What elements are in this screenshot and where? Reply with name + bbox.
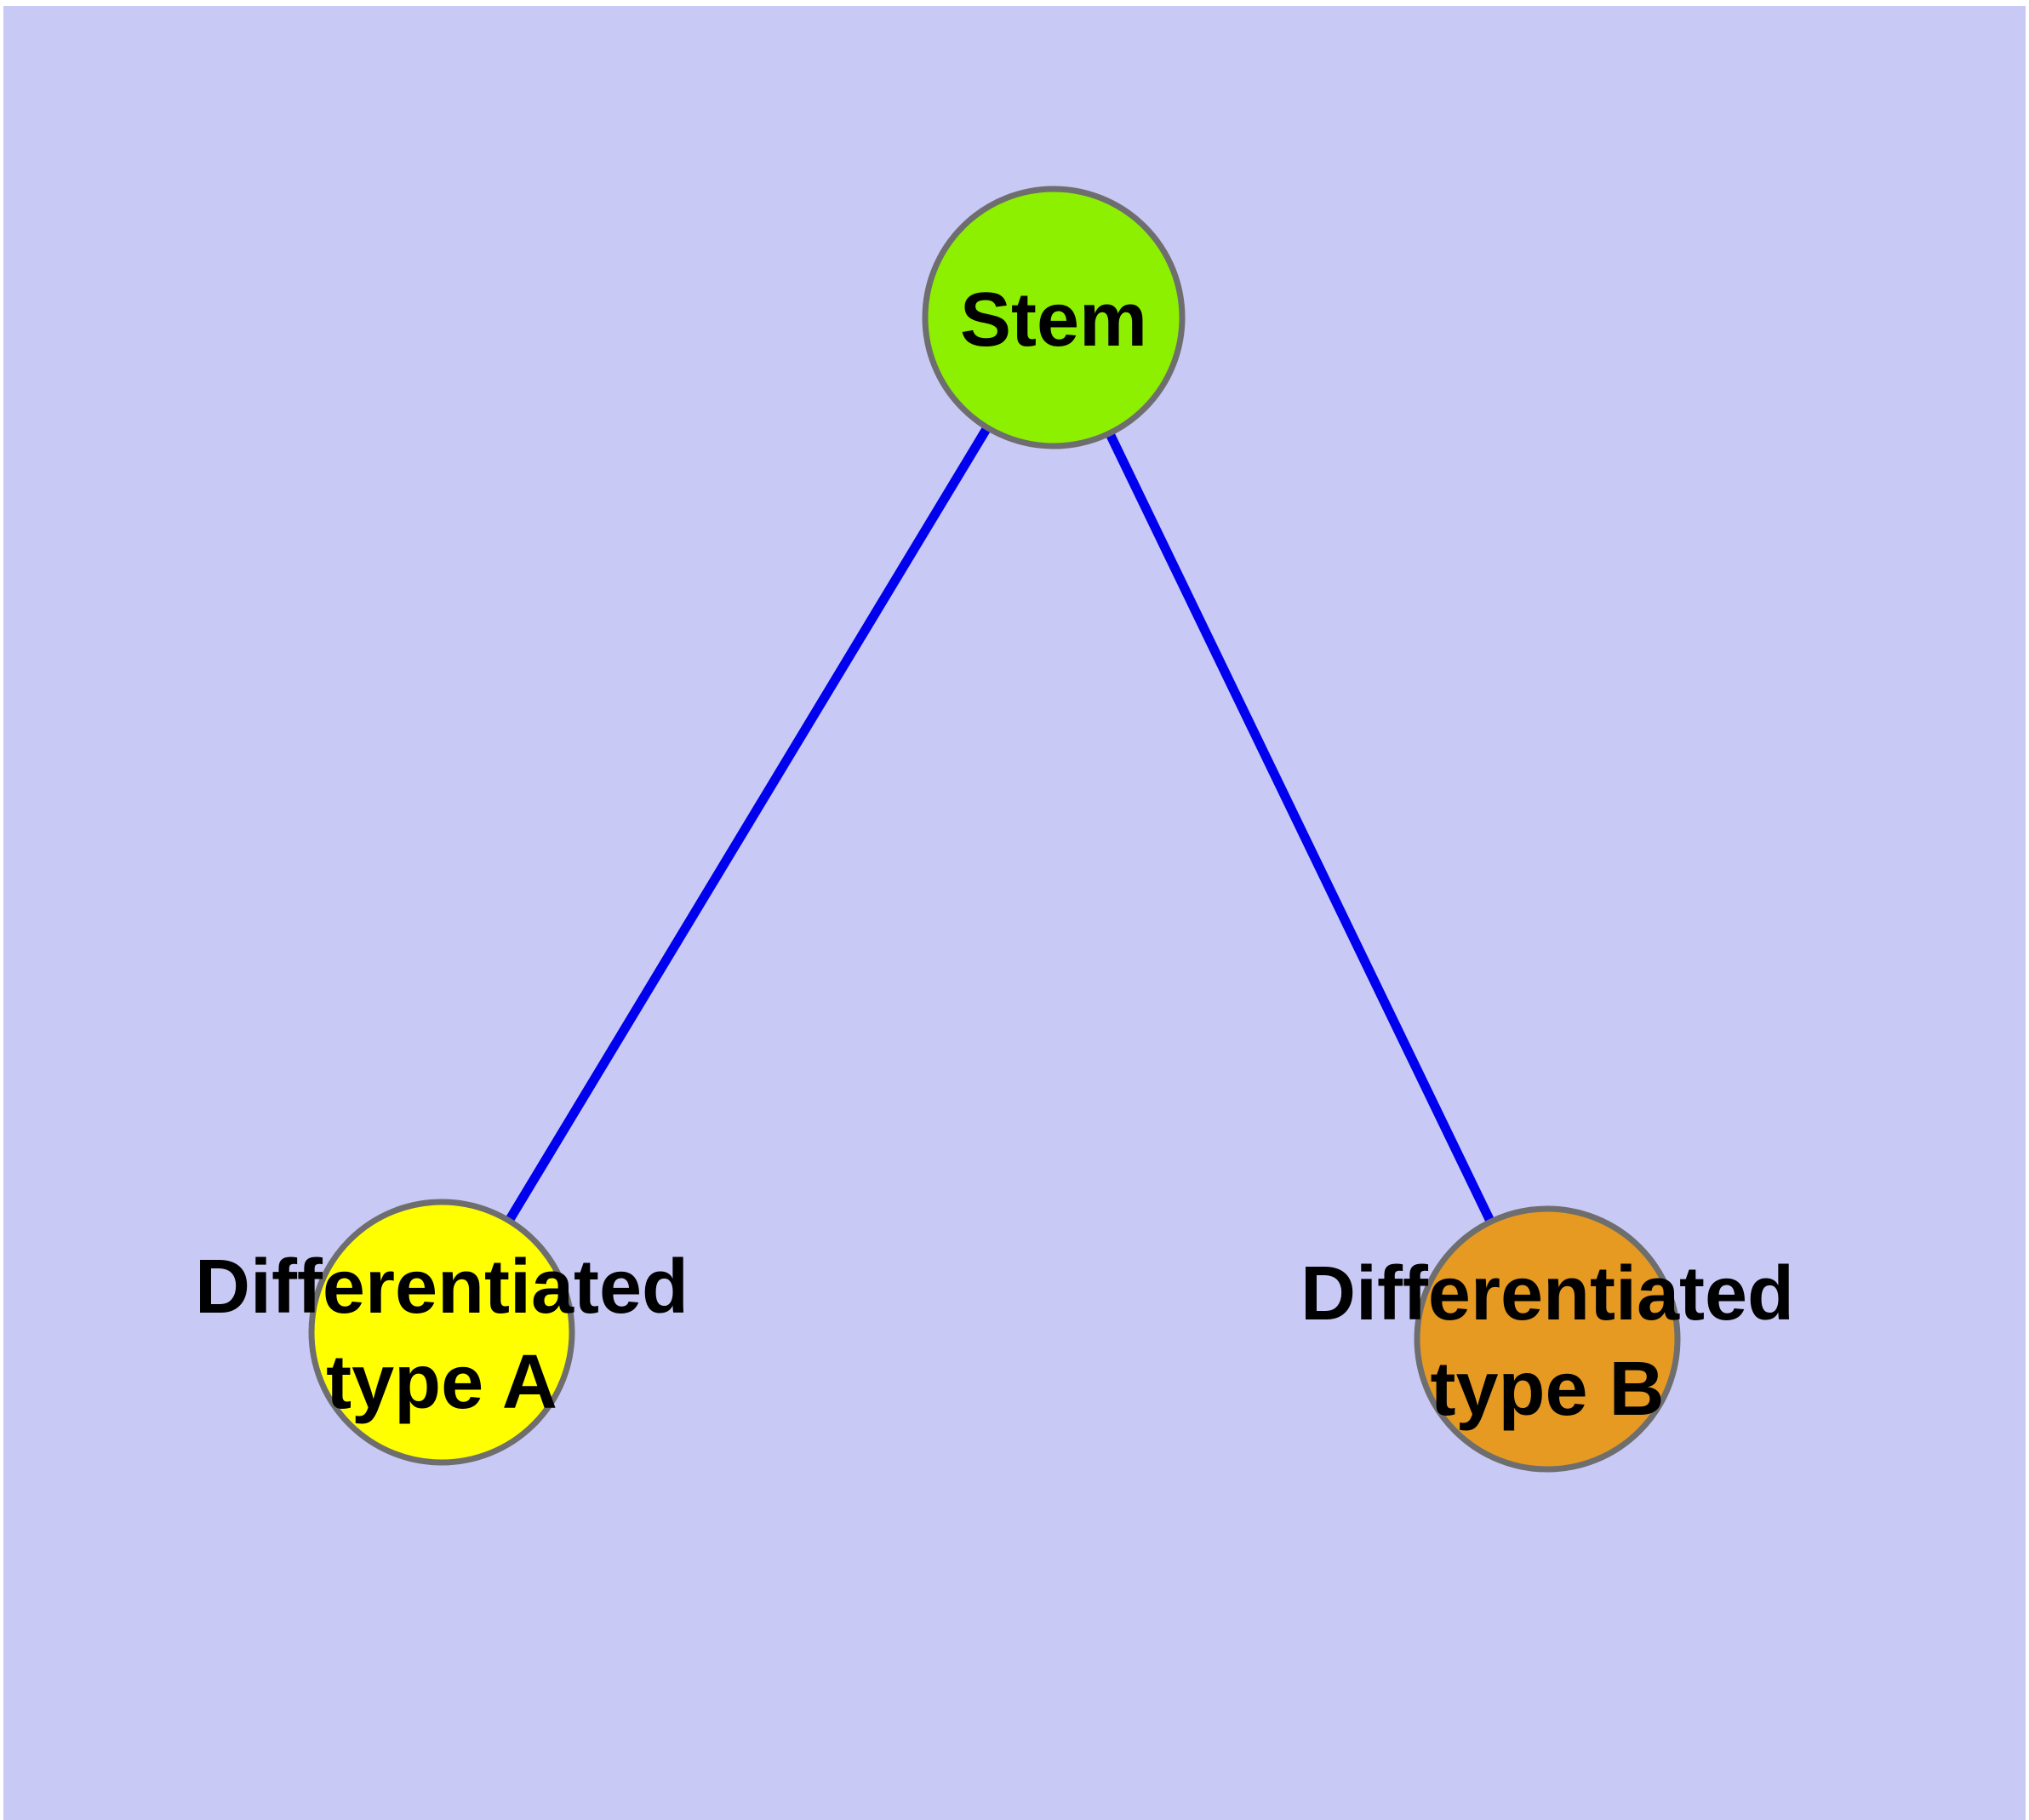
node-stem-label-line-1: Stem: [960, 278, 1147, 363]
edge-stem-diff-b: [1049, 315, 1552, 1342]
node-stem-label: Stem: [960, 278, 1147, 363]
node-diff-b-label-line-2: type B: [1430, 1347, 1664, 1432]
node-diff-a-label-line-1: Differentiated: [195, 1245, 689, 1330]
node-diff-b-circle: [1414, 1205, 1681, 1473]
edge-stem-diff-a: [437, 315, 1058, 1335]
node-stem-circle: [922, 186, 1186, 449]
node-diff-b-label-line-1: Differentiated: [1300, 1251, 1794, 1336]
node-diff-a-label: Differentiated type A: [195, 1245, 689, 1425]
node-diff-b-label: Differentiated type B: [1300, 1251, 1794, 1432]
node-diff-a-label-line-2: type A: [326, 1340, 557, 1425]
node-diff-a-circle: [308, 1199, 575, 1466]
